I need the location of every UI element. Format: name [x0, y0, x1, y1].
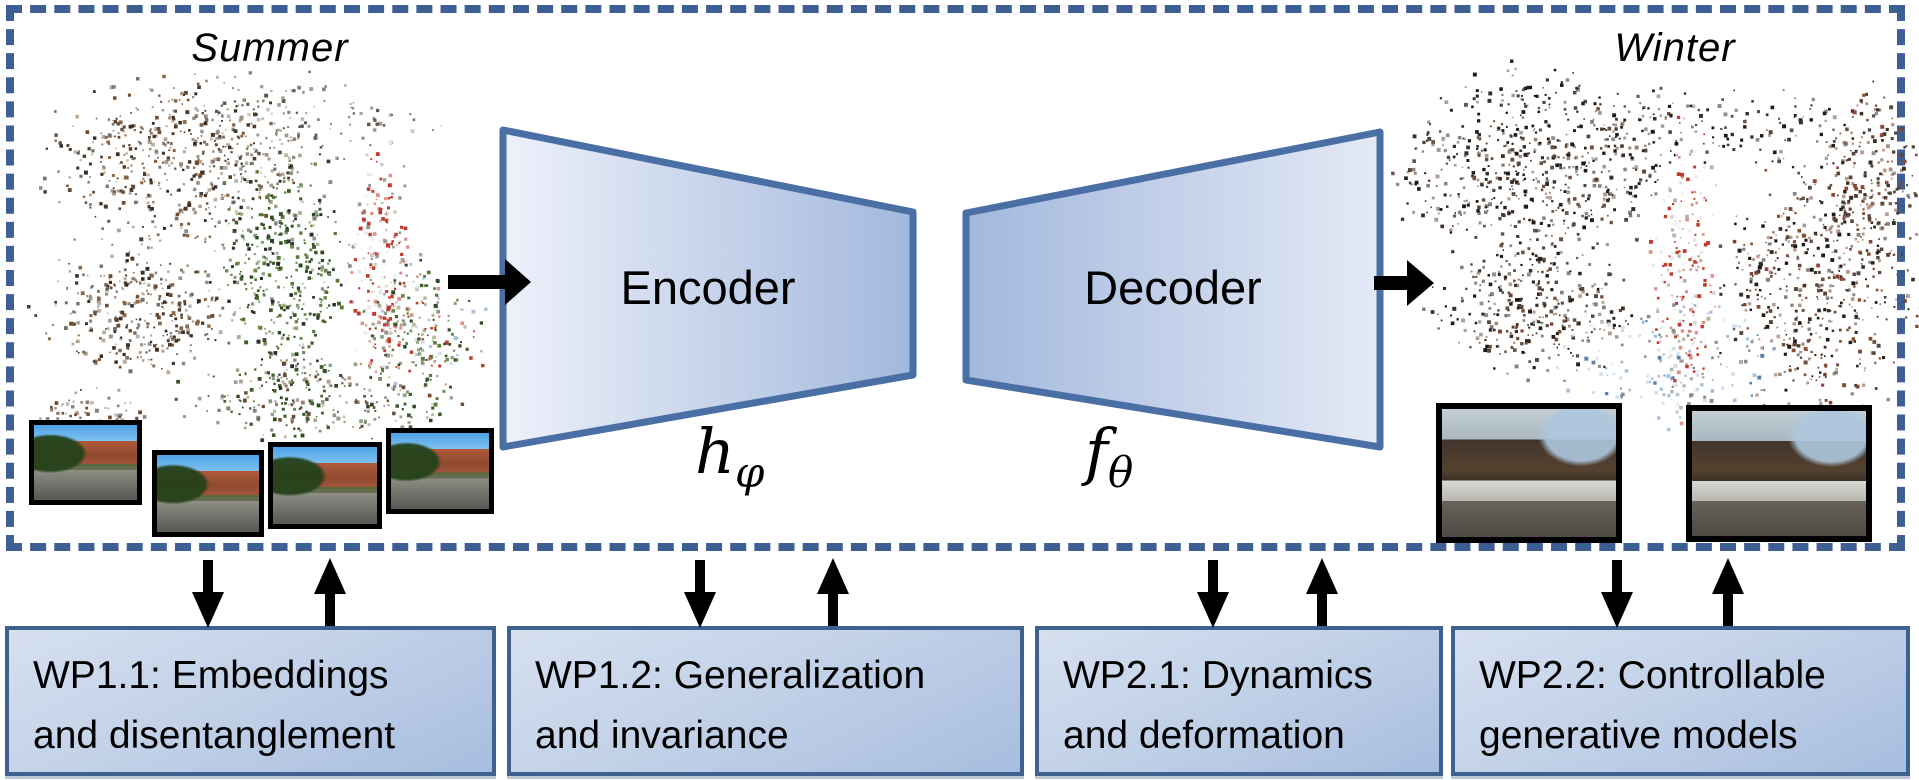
encoder-symbol-sub: φ — [734, 447, 765, 497]
down-arrow-icon — [684, 560, 716, 628]
summer-photo-thumbnail — [152, 450, 264, 537]
wp-box-2-2: WP2.2: Controllable generative models — [1451, 626, 1910, 776]
encoder-params-symbol: hφ — [695, 415, 764, 493]
up-arrow-icon — [1712, 558, 1744, 626]
summer-photo-thumbnail — [29, 420, 142, 505]
summer-point-cloud — [25, 55, 488, 465]
wp-box-2-1: WP2.1: Dynamics and deformation — [1035, 626, 1443, 776]
summer-photo-thumbnail — [268, 442, 382, 529]
summer-photo-thumbnail — [386, 428, 494, 514]
wp-box-label: WP1.2: Generalization and invariance — [535, 654, 926, 757]
down-arrow-icon — [192, 560, 224, 628]
decoder-symbol-main: f — [1085, 415, 1108, 488]
wp-box-label: WP2.2: Controllable generative models — [1479, 654, 1826, 757]
up-arrow-icon — [817, 558, 849, 626]
point-cloud-dots — [1378, 59, 1919, 455]
summer-label: Summer — [191, 26, 349, 70]
winter-point-cloud — [1378, 55, 1919, 475]
winter-photo-thumbnail — [1686, 405, 1872, 542]
wp-box-1-1: WP1.1: Embeddings and disentanglement — [5, 626, 496, 776]
encoder-symbol-main: h — [695, 415, 735, 488]
up-arrow-icon — [1306, 558, 1338, 626]
winter-photo-thumbnail — [1436, 403, 1622, 543]
wp-box-1-2: WP1.2: Generalization and invariance — [507, 626, 1024, 776]
decoder-label: Decoder — [1084, 260, 1262, 314]
wp-box-label: WP1.1: Embeddings and disentanglement — [33, 654, 396, 757]
down-arrow-icon — [1197, 560, 1229, 628]
winter-label: Winter — [1614, 26, 1736, 70]
point-cloud-dots — [27, 70, 488, 450]
encoder-label: Encoder — [620, 260, 796, 314]
decoder-params-symbol: fθ — [1085, 415, 1133, 493]
down-arrow-icon — [1601, 560, 1633, 628]
wp-box-label: WP2.1: Dynamics and deformation — [1063, 654, 1373, 757]
decoder-symbol-sub: θ — [1107, 447, 1134, 497]
up-arrow-icon — [314, 558, 346, 626]
